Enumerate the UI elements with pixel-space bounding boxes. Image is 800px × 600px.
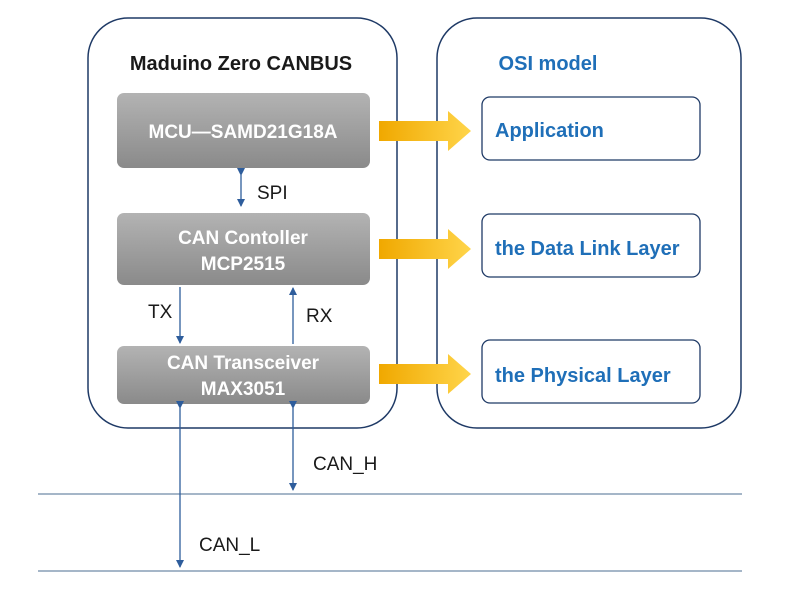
- can-l-label: CAN_L: [199, 535, 260, 556]
- osi-layer-label: the Data Link Layer: [495, 238, 680, 260]
- transceiver-line2: MAX3051: [201, 379, 286, 400]
- spi-label: SPI: [257, 183, 288, 204]
- mcu-label: MCU—SAMD21G18A: [149, 122, 338, 143]
- controller-line1: CAN Contoller: [178, 228, 308, 249]
- mapping-arrow-data-link: [379, 229, 471, 269]
- osi-title: OSI model: [499, 53, 598, 75]
- rx-label: RX: [306, 306, 333, 327]
- osi-layer-physical: the Physical Layer: [481, 339, 701, 404]
- controller-line2: MCP2515: [201, 254, 286, 275]
- mapping-arrow-application: [379, 111, 471, 151]
- osi-layer-data-link: the Data Link Layer: [481, 213, 701, 278]
- board-frame: [87, 17, 398, 429]
- can-transceiver-block: CAN Transceiver MAX3051: [117, 346, 370, 404]
- osi-layer-application: Application: [481, 96, 701, 161]
- osi-layer-label: the Physical Layer: [495, 365, 671, 387]
- transceiver-line1: CAN Transceiver: [167, 353, 320, 374]
- tx-label: TX: [148, 302, 173, 323]
- can-h-label: CAN_H: [313, 454, 377, 475]
- can-controller-block: CAN Contoller MCP2515: [117, 213, 370, 285]
- osi-frame: [436, 17, 742, 429]
- mapping-arrow-physical: [379, 354, 471, 394]
- osi-layer-label: Application: [495, 120, 604, 142]
- board-title: Maduino Zero CANBUS: [130, 53, 352, 75]
- mcu-block: MCU—SAMD21G18A: [117, 93, 370, 168]
